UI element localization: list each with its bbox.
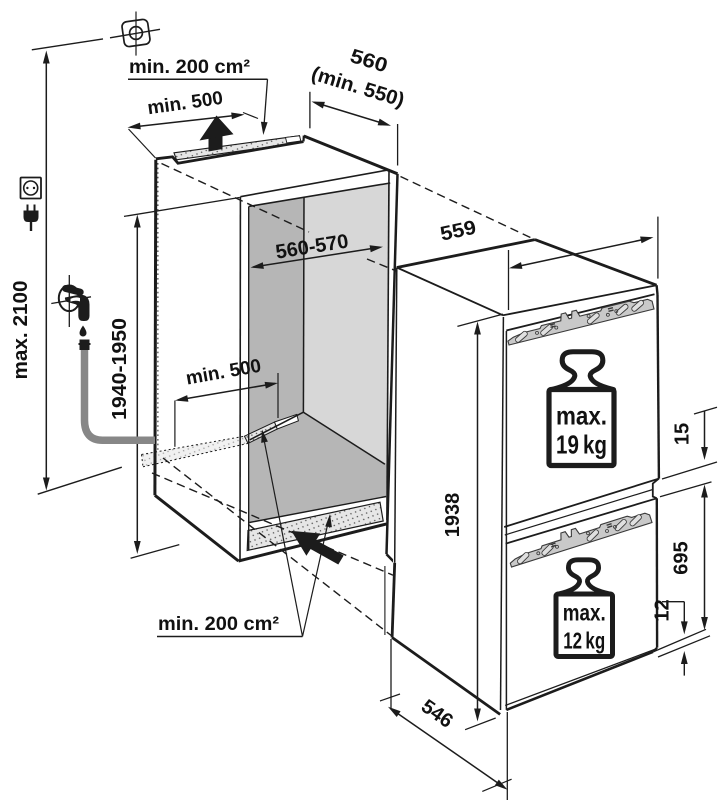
svg-text:min. 200 cm²: min. 200 cm² <box>129 57 250 78</box>
svg-text:12 kg: 12 kg <box>563 628 605 654</box>
svg-text:min. 200 cm²: min. 200 cm² <box>158 614 279 635</box>
svg-text:max.: max. <box>556 401 607 431</box>
svg-text:695: 695 <box>671 541 693 574</box>
svg-text:15: 15 <box>672 423 694 445</box>
svg-text:12: 12 <box>652 599 674 621</box>
svg-text:1940-1950: 1940-1950 <box>109 318 131 420</box>
svg-text:max. 2100: max. 2100 <box>10 281 32 380</box>
svg-text:1938: 1938 <box>442 493 464 538</box>
svg-text:19 kg: 19 kg <box>556 430 607 460</box>
svg-text:max.: max. <box>563 600 606 626</box>
